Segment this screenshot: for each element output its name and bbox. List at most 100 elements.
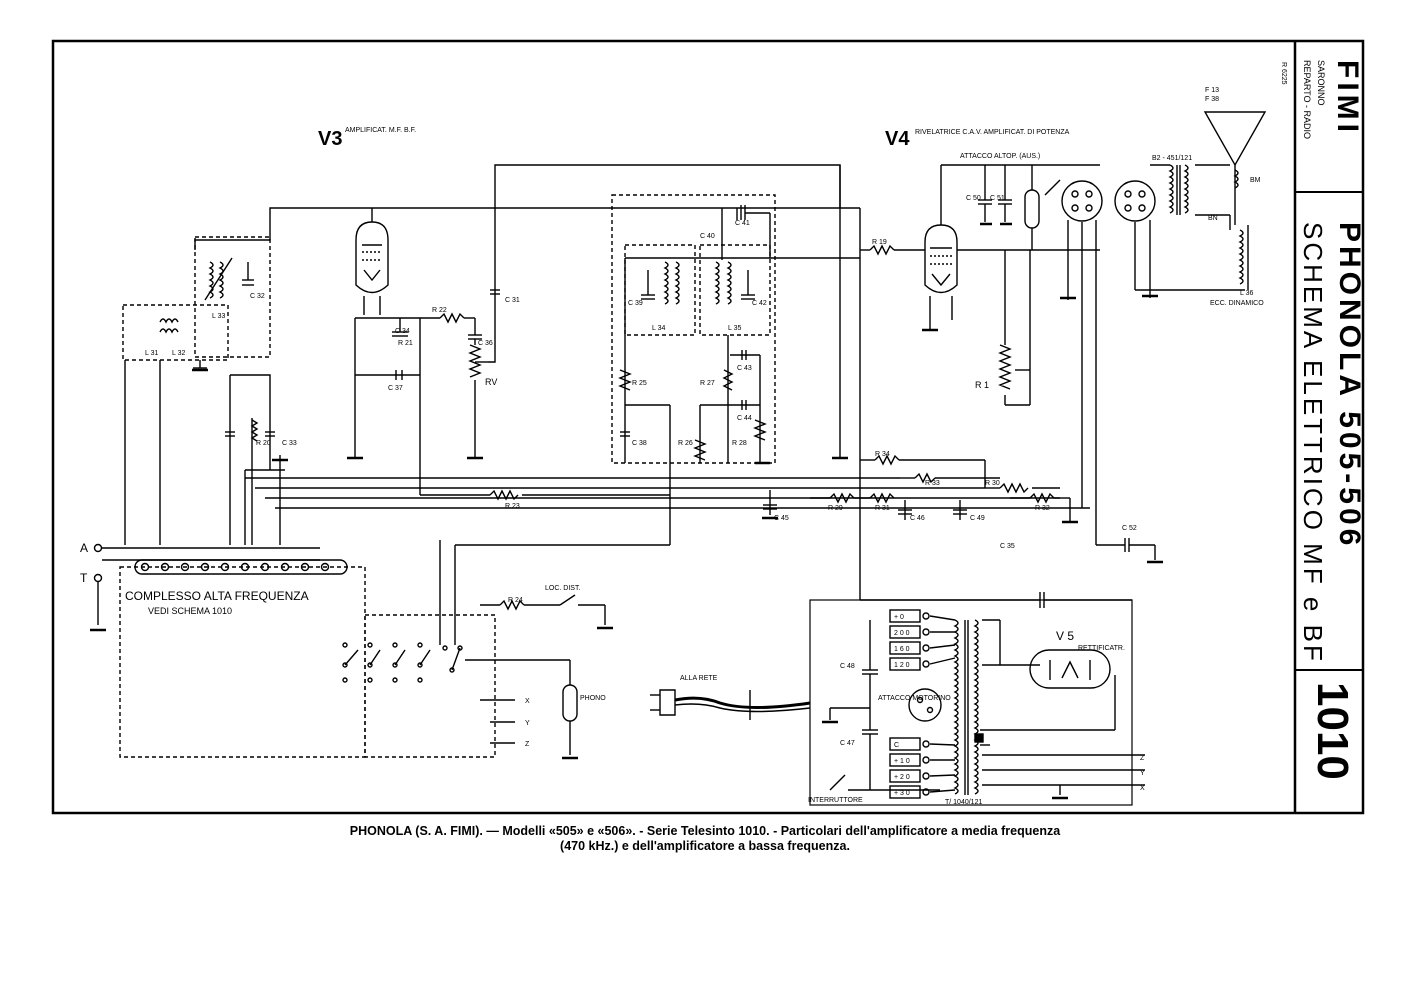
dept-label: REPARTO - RADIO	[1302, 60, 1312, 139]
tap-c: C	[894, 742, 899, 749]
power-supply-section	[650, 592, 1145, 806]
v3-label: V3	[318, 128, 342, 150]
c37-label: C 37	[388, 385, 403, 392]
tap-10: + 1 0	[894, 758, 910, 765]
earth-terminal-label: T	[80, 571, 88, 585]
v3-tube-symbol	[355, 221, 389, 294]
f13-label: F 13	[1205, 87, 1219, 94]
phono-z-label: Z	[525, 741, 530, 748]
out-x-label: X	[1140, 785, 1145, 792]
ecc-dinamico-label: ECC. DINAMICO	[1210, 300, 1264, 307]
attacco-altop-label: ATTACCO ALTOP. (AUS.)	[960, 153, 1040, 160]
r21-label: R 21	[398, 340, 413, 347]
caption-line-1: PHONOLA (S. A. FIMI). — Modelli «505» e …	[349, 824, 1061, 838]
c40-label: C 40	[700, 233, 715, 240]
r32-label: R 32	[1035, 505, 1050, 512]
schema-label: SCHEMA ELETTRICO MF e BF	[1298, 222, 1328, 664]
bn-label: BN	[1208, 215, 1218, 222]
c43-label: C 43	[737, 365, 752, 372]
input-section	[93, 540, 671, 758]
l32-label: L 32	[172, 350, 185, 357]
c44-label: C 44	[737, 415, 752, 422]
c42-label: C 42	[752, 300, 767, 307]
v4-section	[763, 111, 1267, 595]
title-block: FIMI SARONNO REPARTO - RADIO PHONOLA 505…	[1280, 60, 1366, 780]
trafo-label: T/ 1040/121	[945, 799, 982, 806]
c35-label: C 35	[1000, 543, 1015, 550]
antenna-terminal-label: A	[80, 541, 88, 555]
out-z-label: Z	[1140, 755, 1145, 762]
speaker-cone-symbol	[1203, 111, 1267, 167]
c39-label: C 39	[628, 300, 643, 307]
r19-label: R 19	[872, 239, 887, 246]
alla-rete-label: ALLA RETE	[680, 675, 718, 682]
l31-label: L 31	[145, 350, 158, 357]
city-label: SARONNO	[1316, 60, 1326, 106]
c32-label: C 32	[250, 293, 265, 300]
bm-label: BM	[1250, 177, 1261, 184]
c46-label: C 46	[910, 515, 925, 522]
r25-label: R 25	[632, 380, 647, 387]
tap-160: 1 6 0	[894, 646, 910, 653]
caption-line-2: (470 kHz.) e dell'amplificatore a bassa …	[560, 839, 850, 853]
b2-label: B2 - 451/121	[1152, 155, 1192, 162]
complesso-label: COMPLESSO ALTA FREQUENZA	[125, 589, 309, 603]
vedi-schema-label: VEDI SCHEMA 1010	[148, 606, 232, 616]
drawing-number: 1010	[1308, 682, 1357, 780]
c45-label: C 45	[774, 515, 789, 522]
v3-role: AMPLIFICAT. M.F. B.F.	[345, 127, 416, 134]
c52-label: C 52	[1122, 525, 1137, 532]
c51-label: C 51	[990, 195, 1005, 202]
r24-label: R 24	[508, 597, 523, 604]
r31-label: R 31	[875, 505, 890, 512]
v4-tube-symbol	[924, 224, 958, 294]
out-y-label: Y	[1140, 770, 1145, 777]
drawing-frame	[51, 39, 1365, 815]
f38-label: F 38	[1205, 96, 1219, 103]
brand-label: FIMI	[1331, 60, 1364, 136]
r26-label: R 26	[678, 440, 693, 447]
r27-label: R 27	[700, 380, 715, 387]
c31-label: C 31	[505, 297, 520, 304]
r1-label: R 1	[975, 380, 989, 390]
v5-role: RETTIFICATR.	[1078, 645, 1125, 652]
r28-label: R 28	[732, 440, 747, 447]
tap-0: + 0	[894, 614, 904, 621]
c34-label: C 34	[395, 328, 410, 335]
c36-label: C 36	[478, 340, 493, 347]
phono-y-label: Y	[525, 720, 530, 727]
tap-30: + 3 0	[894, 790, 910, 797]
v5-tube-symbol	[1029, 649, 1111, 689]
attacco-motorino-label: ATTACCO MOTORINO	[878, 695, 951, 702]
r23-label: R 23	[505, 503, 520, 510]
v3-section	[122, 164, 1090, 545]
c50-label: C 50	[966, 195, 981, 202]
l36-label: L 36	[1240, 290, 1253, 297]
c41-label: C 41	[735, 220, 750, 227]
if-section	[611, 165, 860, 464]
l34-label: L 34	[652, 325, 665, 332]
v4-label: V4	[885, 128, 910, 150]
tap-20: + 2 0	[894, 774, 910, 781]
r20-label: R 20	[256, 440, 271, 447]
ref-label: R 6225	[1280, 62, 1287, 85]
tap-120: 1 2 0	[894, 662, 910, 669]
r22-label: R 22	[432, 307, 447, 314]
v4-role: RIVELATRICE C.A.V. AMPLIFICAT. DI POTENZ…	[915, 129, 1070, 136]
rv-label: RV	[485, 377, 497, 387]
interruttore-label: INTERRUTTORE	[808, 797, 863, 804]
model-label: PHONOLA 505-506	[1333, 222, 1366, 549]
r29-label: R 29	[828, 505, 843, 512]
v5-label: V 5	[1056, 629, 1074, 643]
r33-label: R 33	[925, 480, 940, 487]
r30-label: R 30	[985, 480, 1000, 487]
phono-x-label: X	[525, 698, 530, 705]
c33-label: C 33	[282, 440, 297, 447]
c47-label: C 47	[840, 740, 855, 747]
tap-200: 2 0 0	[894, 630, 910, 637]
figure-caption: PHONOLA (S. A. FIMI). — Modelli «505» e …	[60, 824, 1350, 854]
c49-label: C 49	[970, 515, 985, 522]
loc-dist-label: LOC. DIST.	[545, 585, 580, 592]
phono-label: PHONO	[580, 695, 606, 702]
